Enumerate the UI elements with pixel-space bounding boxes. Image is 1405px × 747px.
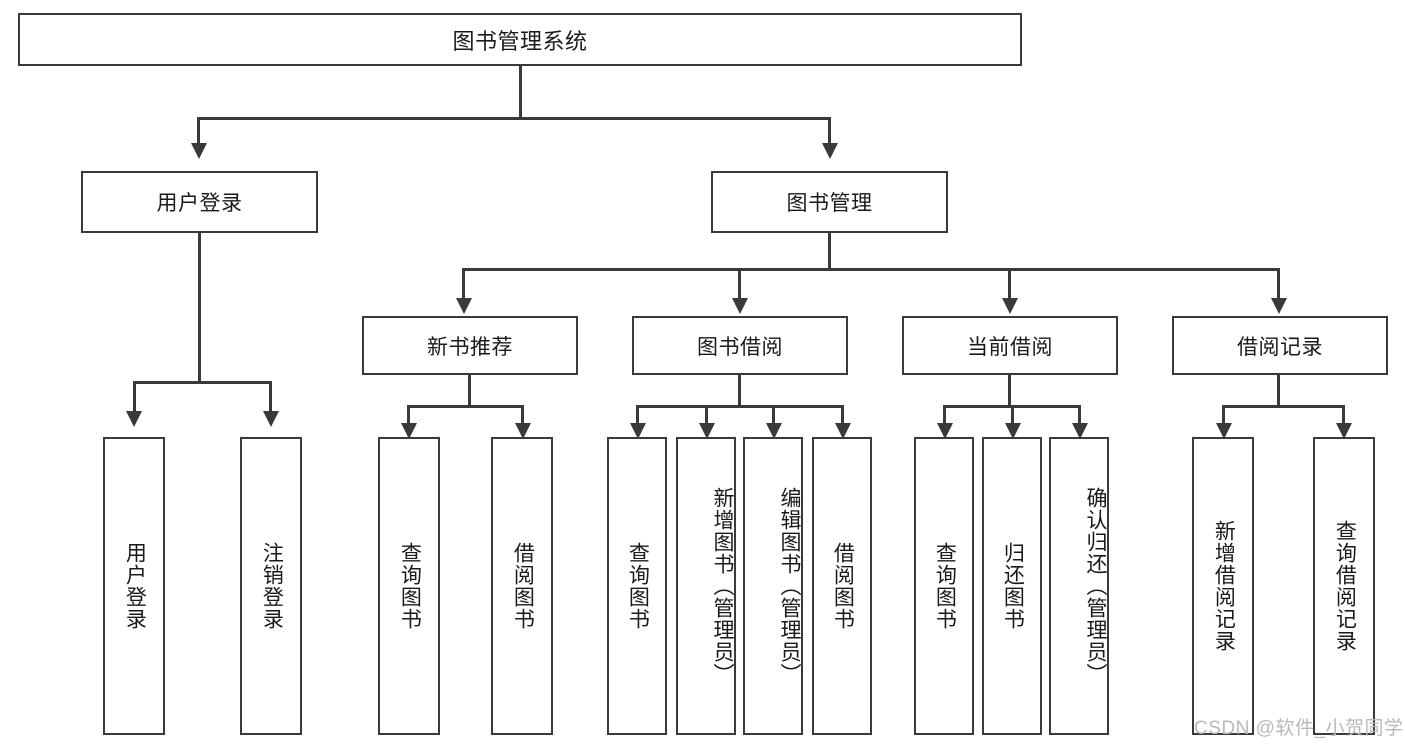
connector-cb-leaf-1 bbox=[943, 405, 946, 427]
leaf-label: 借阅图书 bbox=[831, 542, 855, 630]
leaf-label: 新增图书（管理员） bbox=[711, 487, 734, 685]
connector-user-login-to-leaf-2 bbox=[269, 381, 272, 413]
connector-to-book-borrow bbox=[738, 268, 741, 300]
connector-bb-leaf-3 bbox=[772, 405, 775, 427]
connector-book-manage-stem bbox=[828, 233, 831, 270]
leaf-label: 新增借阅记录 bbox=[1212, 520, 1236, 652]
arrow-cb-leaf-3 bbox=[1072, 423, 1088, 439]
arrow-to-borrow-record bbox=[1271, 298, 1287, 314]
connector-root-stem bbox=[519, 66, 522, 118]
node-borrow-record[interactable]: 借阅记录 bbox=[1172, 316, 1388, 375]
connector-bb-leaf-2 bbox=[705, 405, 708, 427]
node-user-login[interactable]: 用户登录 bbox=[81, 171, 318, 233]
connector-book-manage-bus bbox=[462, 268, 1279, 271]
arrow-bb-leaf-1 bbox=[630, 423, 646, 439]
connector-user-login-stem bbox=[198, 233, 201, 383]
arrow-bb-leaf-2 bbox=[699, 423, 715, 439]
arrow-br-leaf-1 bbox=[1216, 423, 1232, 439]
arrow-cb-leaf-1 bbox=[937, 423, 953, 439]
connector-nbr-leaf-2 bbox=[521, 405, 524, 427]
leaf-book-borrow-1[interactable]: 查询图书 bbox=[607, 437, 667, 735]
leaf-label: 查询图书 bbox=[933, 542, 957, 630]
leaf-label: 用户登录 bbox=[123, 542, 147, 630]
leaf-book-borrow-2[interactable]: 新增图书（管理员） bbox=[676, 437, 736, 735]
arrow-nbr-leaf-2 bbox=[515, 423, 531, 439]
leaf-book-borrow-4[interactable]: 借阅图书 bbox=[812, 437, 872, 735]
arrow-cb-leaf-2 bbox=[1005, 423, 1021, 439]
connector-user-login-to-leaf-1 bbox=[133, 381, 136, 413]
arrow-bb-leaf-4 bbox=[835, 423, 851, 439]
leaf-label: 编辑图书（管理员） bbox=[778, 487, 801, 685]
leaf-new-book-recommend-2[interactable]: 借阅图书 bbox=[491, 437, 553, 735]
leaf-label: 注销登录 bbox=[260, 542, 284, 630]
node-root[interactable]: 图书管理系统 bbox=[18, 13, 1022, 66]
connector-root-bus bbox=[197, 117, 831, 120]
connector-borrow-record-bus bbox=[1222, 405, 1344, 408]
leaf-current-borrow-3[interactable]: 确认归还（管理员） bbox=[1049, 437, 1109, 735]
arrow-root-to-user-login bbox=[191, 143, 207, 159]
arrow-root-to-book-manage bbox=[822, 143, 838, 159]
arrow-to-new-book-recommend bbox=[456, 298, 472, 314]
leaf-book-borrow-3[interactable]: 编辑图书（管理员） bbox=[743, 437, 803, 735]
connector-cb-leaf-2 bbox=[1011, 405, 1014, 427]
connector-new-book-recommend-bus bbox=[407, 405, 524, 408]
connector-current-borrow-stem bbox=[1008, 375, 1011, 407]
connector-to-new-book-recommend bbox=[462, 268, 465, 300]
connector-bb-leaf-1 bbox=[636, 405, 639, 427]
node-new-book-recommend[interactable]: 新书推荐 bbox=[362, 316, 578, 375]
leaf-label: 借阅图书 bbox=[511, 542, 535, 630]
connector-root-to-user-login bbox=[197, 117, 200, 145]
leaf-label: 归还图书 bbox=[1001, 542, 1025, 630]
leaf-label: 查询图书 bbox=[398, 542, 422, 630]
leaf-label: 确认归还（管理员） bbox=[1084, 487, 1107, 685]
arrow-nbr-leaf-1 bbox=[401, 423, 417, 439]
connector-book-borrow-bus bbox=[636, 405, 844, 408]
node-current-borrow[interactable]: 当前借阅 bbox=[902, 316, 1118, 375]
node-book-manage[interactable]: 图书管理 bbox=[711, 171, 948, 233]
connector-br-leaf-2 bbox=[1342, 405, 1345, 427]
connector-new-book-recommend-stem bbox=[468, 375, 471, 407]
arrow-user-login-to-leaf-1 bbox=[126, 411, 142, 427]
leaf-current-borrow-1[interactable]: 查询图书 bbox=[914, 437, 974, 735]
connector-cb-leaf-3 bbox=[1078, 405, 1081, 427]
leaf-user-login-1[interactable]: 用户登录 bbox=[103, 437, 165, 735]
connector-to-borrow-record bbox=[1277, 268, 1280, 300]
arrow-to-current-borrow bbox=[1002, 298, 1018, 314]
leaf-borrow-record-2[interactable]: 查询借阅记录 bbox=[1313, 437, 1375, 735]
connector-borrow-record-stem bbox=[1277, 375, 1280, 407]
connector-bb-leaf-4 bbox=[841, 405, 844, 427]
leaf-label: 查询借阅记录 bbox=[1333, 520, 1357, 652]
connector-book-borrow-stem bbox=[738, 375, 741, 407]
arrow-to-book-borrow bbox=[732, 298, 748, 314]
connector-br-leaf-1 bbox=[1222, 405, 1225, 427]
watermark-text: CSDN @软件_小贺同学 bbox=[1194, 718, 1404, 739]
connector-to-current-borrow bbox=[1008, 268, 1011, 300]
arrow-bb-leaf-3 bbox=[766, 423, 782, 439]
leaf-borrow-record-1[interactable]: 新增借阅记录 bbox=[1192, 437, 1254, 735]
arrow-user-login-to-leaf-2 bbox=[263, 411, 279, 427]
connector-root-to-book-manage bbox=[828, 117, 831, 145]
leaf-new-book-recommend-1[interactable]: 查询图书 bbox=[378, 437, 440, 735]
leaf-user-login-2[interactable]: 注销登录 bbox=[240, 437, 302, 735]
node-book-borrow[interactable]: 图书借阅 bbox=[632, 316, 848, 375]
arrow-br-leaf-2 bbox=[1336, 423, 1352, 439]
connector-user-login-bus bbox=[133, 381, 271, 384]
leaf-label: 查询图书 bbox=[626, 542, 650, 630]
connector-nbr-leaf-1 bbox=[407, 405, 410, 427]
leaf-current-borrow-2[interactable]: 归还图书 bbox=[982, 437, 1042, 735]
